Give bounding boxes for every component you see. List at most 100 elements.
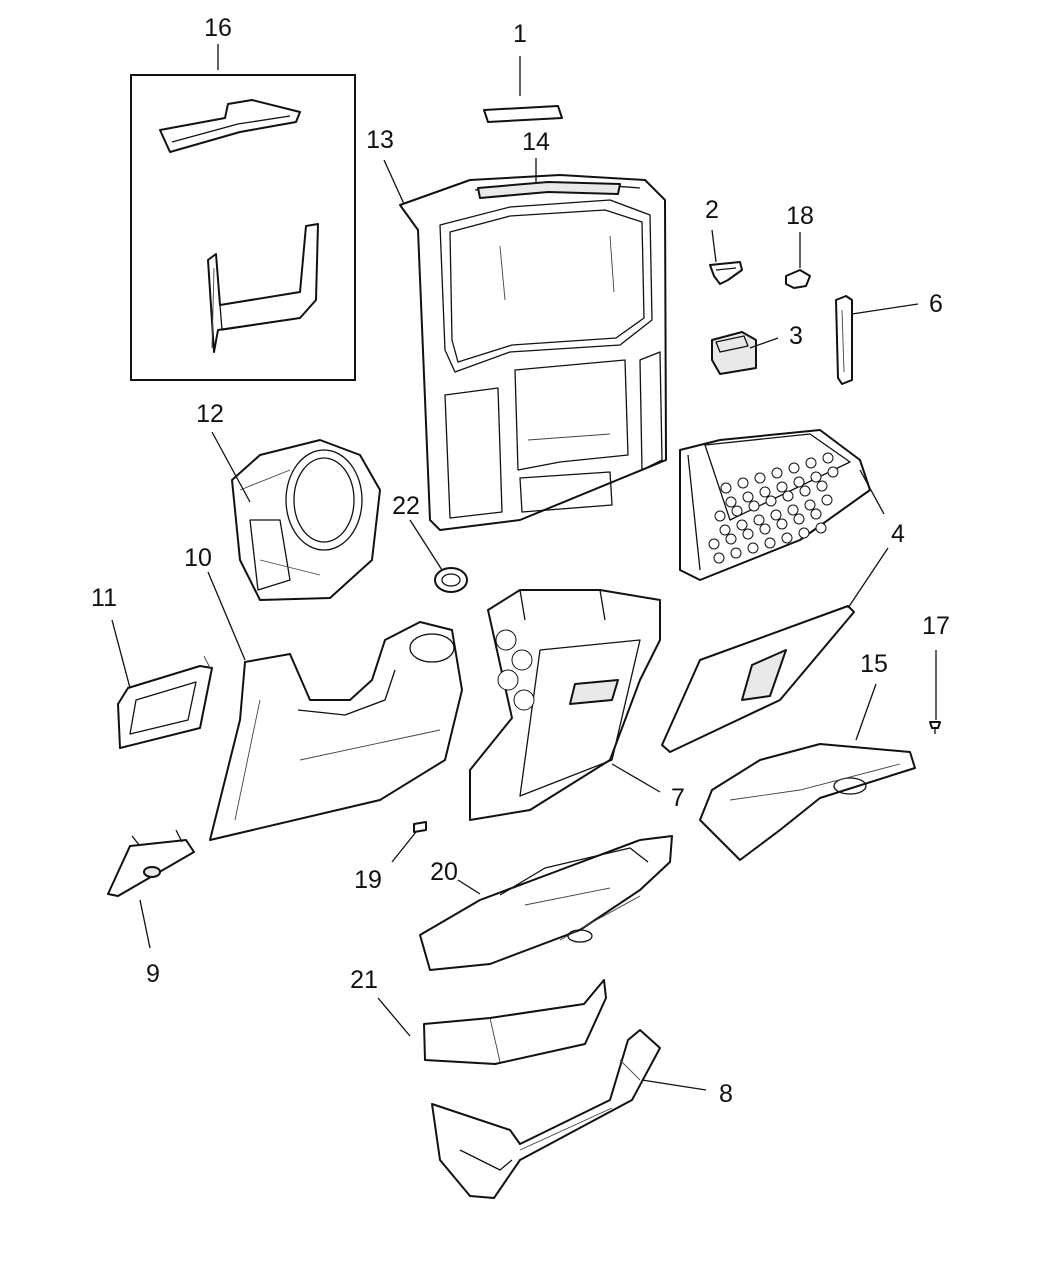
leader-6 — [851, 303, 919, 315]
leader-12 — [211, 431, 251, 503]
honeycomb-cell — [822, 452, 834, 464]
part-16-bezel — [207, 223, 319, 353]
part-22 — [434, 567, 468, 593]
honeycomb-cell — [713, 552, 725, 564]
leader-lines — [111, 44, 937, 1091]
part-15 — [699, 743, 916, 861]
part-16-inset — [130, 74, 356, 381]
honeycomb-cell — [720, 482, 732, 494]
part-19 — [413, 821, 427, 833]
honeycomb-cell — [810, 508, 822, 520]
honeycomb-cell — [787, 504, 799, 516]
honeycomb-cell — [788, 462, 800, 474]
honeycomb-cell — [725, 496, 737, 508]
leader-15 — [855, 683, 877, 741]
part-12 — [231, 439, 381, 601]
callout-16: 16 — [204, 14, 232, 42]
honeycomb-cell — [719, 524, 731, 536]
callout-13: 13 — [366, 126, 394, 154]
honeycomb-cell — [776, 481, 788, 493]
honeycomb-cell — [730, 547, 742, 559]
leader-10 — [207, 571, 246, 661]
callouts: 1 2 3 4 4 6 7 8 9 10 11 12 13 14 15 16 1… — [91, 14, 950, 1108]
honeycomb-cell — [770, 509, 782, 521]
part-2 — [709, 261, 743, 285]
honeycomb-cell — [798, 527, 810, 539]
part-11 — [117, 655, 213, 749]
leader-13 — [383, 159, 405, 205]
callout-17: 17 — [922, 612, 950, 640]
honeycomb-cell — [827, 466, 839, 478]
honeycomb-cell — [816, 480, 828, 492]
callout-14: 14 — [522, 128, 550, 156]
honeycomb-cell — [799, 485, 811, 497]
honeycomb-cell — [821, 494, 833, 506]
leader-4a — [859, 469, 885, 515]
callout-19: 19 — [354, 866, 382, 894]
callout-1: 1 — [513, 20, 527, 48]
leader-19 — [391, 831, 417, 863]
part-14-trim — [477, 181, 621, 199]
honeycomb-cell — [731, 505, 743, 517]
honeycomb-cell — [810, 471, 822, 483]
honeycomb-cell — [759, 523, 771, 535]
leader-8 — [641, 1079, 707, 1091]
callout-8: 8 — [719, 1080, 733, 1108]
honeycomb-cell — [782, 490, 794, 502]
callout-11: 11 — [91, 584, 117, 612]
honeycomb-pattern — [708, 452, 839, 564]
leader-9 — [139, 899, 151, 949]
leader-22 — [409, 519, 443, 571]
part-8 — [431, 1029, 661, 1199]
part-7 — [469, 589, 661, 821]
part-10 — [209, 621, 463, 841]
honeycomb-cell — [748, 500, 760, 512]
honeycomb-cell — [708, 538, 720, 550]
honeycomb-cell — [754, 472, 766, 484]
leader-4b — [847, 547, 889, 609]
part-21 — [423, 979, 607, 1065]
part-6 — [835, 295, 853, 385]
honeycomb-cell — [804, 499, 816, 511]
leader-21 — [377, 997, 411, 1037]
leader-7 — [611, 763, 661, 793]
part-17 — [929, 721, 941, 734]
honeycomb-cell — [781, 532, 793, 544]
honeycomb-cell — [771, 467, 783, 479]
honeycomb-cell — [759, 486, 771, 498]
honeycomb-cell — [742, 528, 754, 540]
inset-frame — [130, 74, 356, 381]
callout-2: 2 — [705, 196, 719, 224]
honeycomb-cell — [765, 495, 777, 507]
callout-15: 15 — [860, 650, 888, 678]
part-9 — [107, 829, 195, 897]
honeycomb-cell — [805, 457, 817, 469]
callout-21: 21 — [350, 966, 378, 994]
honeycomb-cell — [714, 510, 726, 522]
callout-7: 7 — [671, 784, 685, 812]
callout-9: 9 — [146, 960, 160, 988]
honeycomb-cell — [815, 522, 827, 534]
honeycomb-cell — [776, 518, 788, 530]
part-18 — [785, 269, 811, 289]
callout-10: 10 — [184, 544, 212, 572]
honeycomb-cell — [737, 477, 749, 489]
callout-22: 22 — [392, 492, 420, 520]
callout-20: 20 — [430, 858, 458, 886]
honeycomb-cell — [747, 542, 759, 554]
honeycomb-cell — [764, 537, 776, 549]
callout-12: 12 — [196, 400, 224, 428]
honeycomb-cell — [793, 513, 805, 525]
part-13-bezel — [399, 174, 667, 531]
honeycomb-cell — [793, 476, 805, 488]
callout-3: 3 — [789, 322, 803, 350]
callout-4a: 4 — [891, 520, 905, 548]
honeycomb-cell — [736, 519, 748, 531]
leader-3 — [749, 337, 779, 349]
callout-6: 6 — [929, 290, 943, 318]
part-3 — [711, 331, 757, 375]
honeycomb-cell — [753, 514, 765, 526]
honeycomb-cell — [742, 491, 754, 503]
leader-20 — [457, 879, 481, 895]
part-4-door — [661, 605, 855, 753]
